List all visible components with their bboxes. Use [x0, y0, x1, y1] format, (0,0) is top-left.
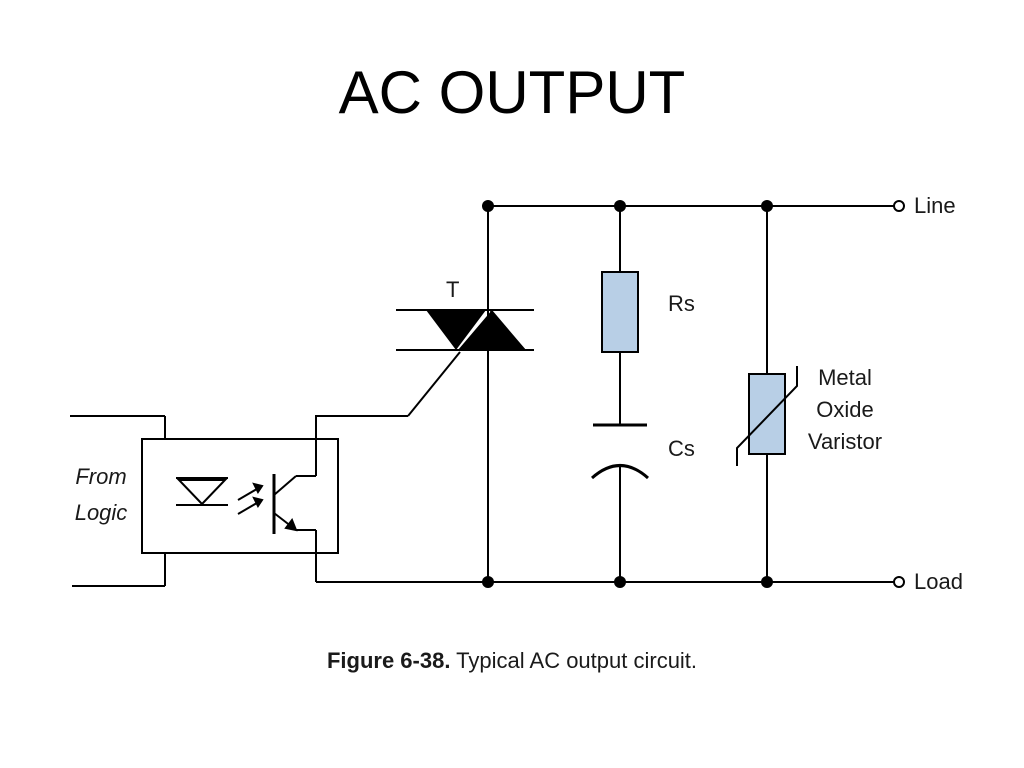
slide-title: AC OUTPUT [338, 59, 686, 126]
load-terminal-label: Load [914, 569, 963, 594]
varistor-label-line1: Metal [818, 365, 872, 390]
optocoupler [70, 415, 408, 587]
varistor-label-line3: Varistor [808, 429, 882, 454]
phototransistor-icon [272, 474, 316, 534]
led-icon [176, 477, 228, 506]
varistor-label-line2: Oxide [816, 397, 873, 422]
load-terminal [893, 576, 905, 588]
light-arrows-icon [237, 482, 264, 515]
input-label-line1: From [75, 464, 126, 489]
figure-number: Figure 6-38. [326, 648, 451, 673]
capacitor-label: Cs [668, 436, 695, 461]
metal-oxide-varistor [736, 206, 798, 582]
line-terminal-label: Line [914, 193, 956, 218]
triac [396, 206, 534, 582]
snubber-capacitor [591, 423, 649, 582]
triac-gate [407, 351, 461, 417]
line-terminal [893, 200, 905, 212]
figure-caption-text: Typical AC output circuit. [450, 648, 698, 673]
junction-dots [482, 200, 773, 588]
input-label-line2: Logic [75, 500, 128, 525]
figure-caption: Figure 6-38. Typical AC output circuit. [0, 648, 1024, 674]
triac-label: T [446, 277, 459, 302]
resistor-label: Rs [668, 291, 695, 316]
triac-forward-thyristor [426, 310, 486, 350]
snubber-resistor [601, 206, 639, 425]
